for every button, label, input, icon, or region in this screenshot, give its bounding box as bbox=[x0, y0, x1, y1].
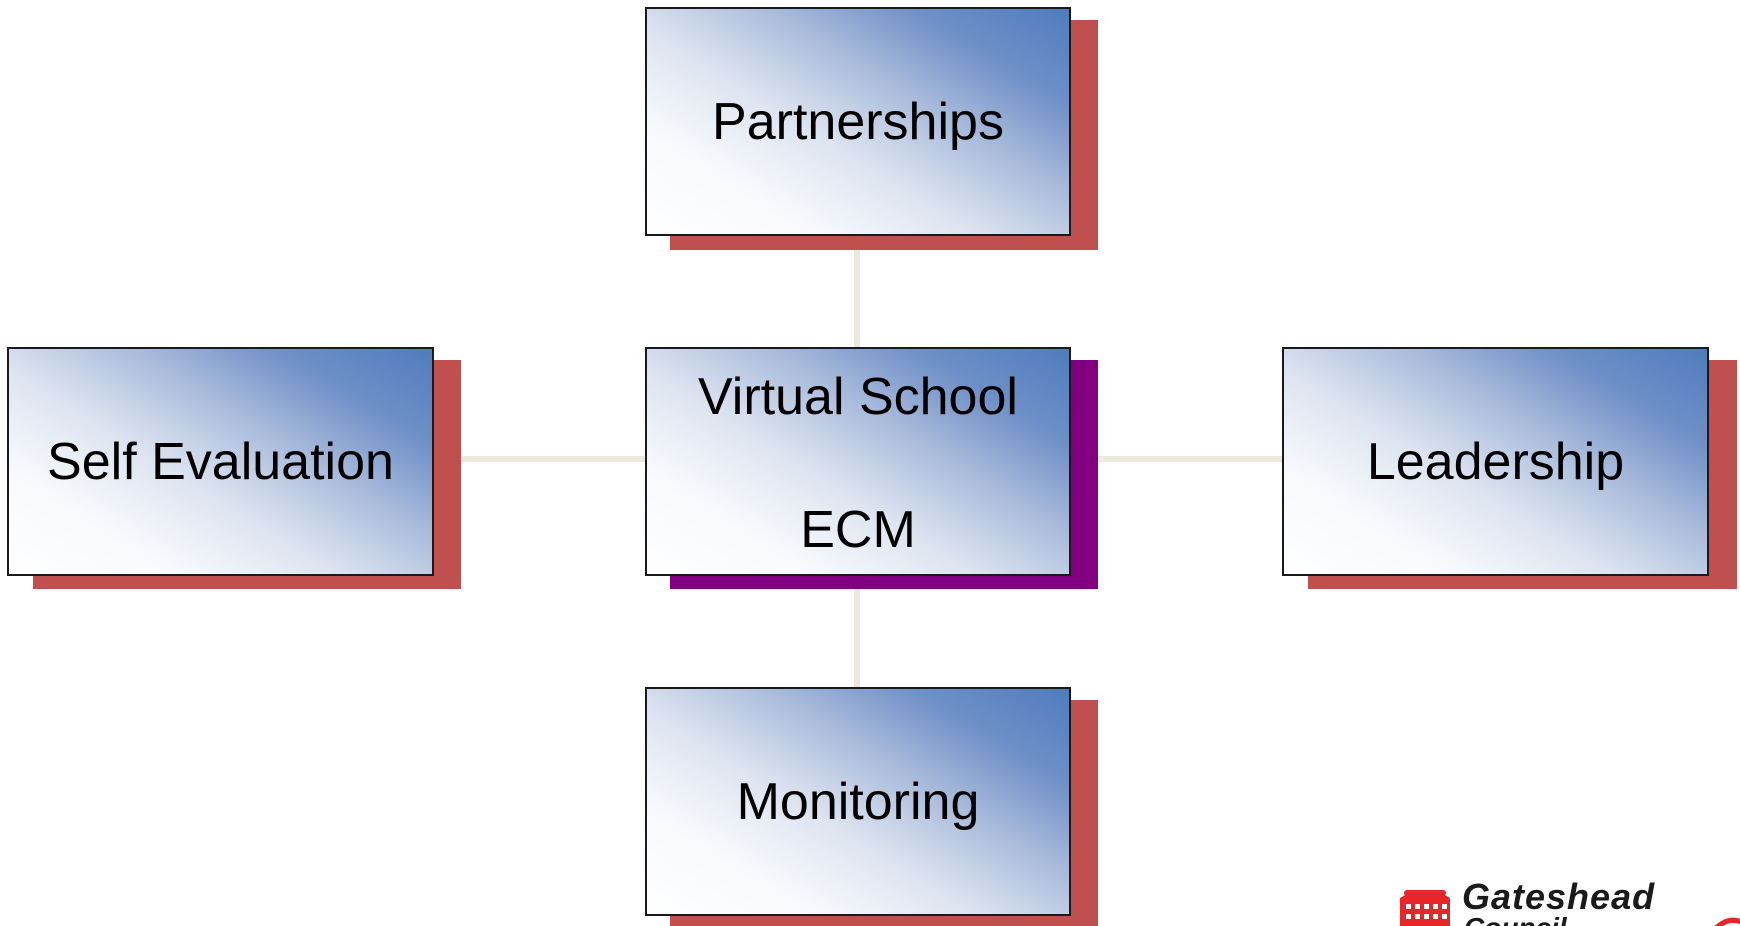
connector-bottom bbox=[854, 588, 860, 688]
partnerships-box[interactable]: Partnerships bbox=[645, 7, 1071, 236]
logo-sub: Council bbox=[1464, 912, 1567, 926]
self-evaluation-box[interactable]: Self Evaluation bbox=[7, 347, 434, 576]
center-label-line2: ECM bbox=[800, 501, 916, 559]
leadership-box[interactable]: Leadership bbox=[1282, 347, 1709, 576]
gateshead-council-logo: Gateshead Council bbox=[1396, 876, 1740, 926]
self-evaluation-label: Self Evaluation bbox=[47, 432, 394, 491]
leadership-label: Leadership bbox=[1366, 432, 1625, 491]
center-label-line1: Virtual School bbox=[698, 368, 1018, 426]
connector-left bbox=[460, 456, 646, 462]
partnerships-label: Partnerships bbox=[712, 92, 1004, 151]
monitoring-box[interactable]: Monitoring bbox=[645, 687, 1071, 916]
monitoring-label: Monitoring bbox=[736, 772, 980, 831]
virtual-school-ecm-box[interactable]: Virtual School ECM bbox=[645, 347, 1071, 576]
logo-name: Gateshead bbox=[1462, 876, 1656, 917]
connector-top bbox=[854, 248, 860, 348]
swoosh-icon bbox=[1714, 917, 1740, 926]
town-hall-icon bbox=[1400, 890, 1450, 926]
connector-right bbox=[1096, 456, 1282, 462]
